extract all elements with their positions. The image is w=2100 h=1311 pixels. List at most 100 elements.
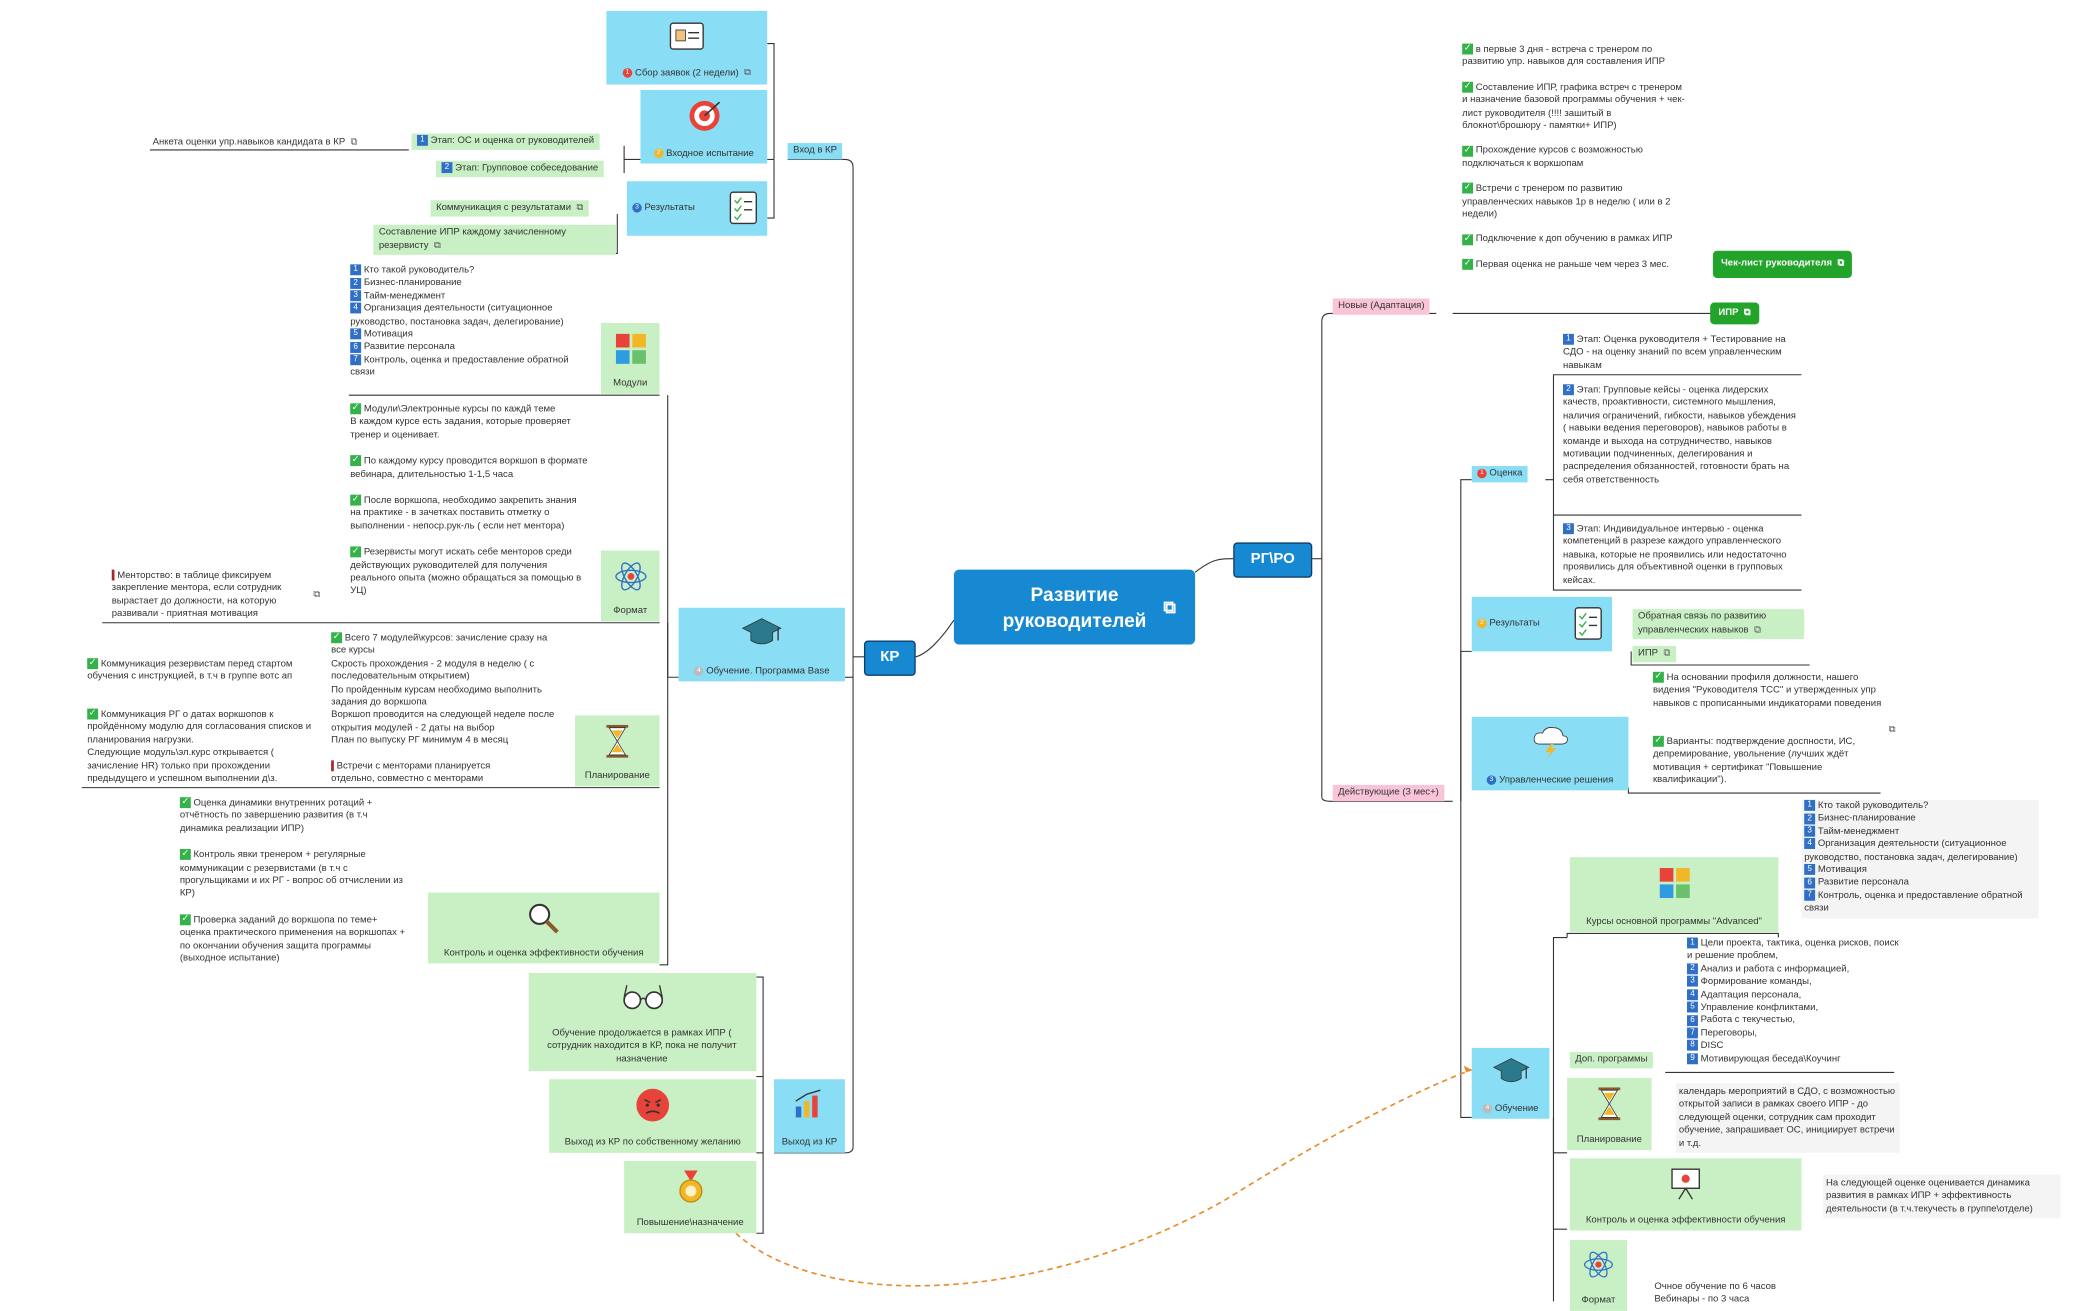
control-right-text[interactable]: На следующей оценке оценивается динамика… bbox=[1823, 1174, 2061, 1219]
planning-right-label: Планирование bbox=[1576, 1135, 1642, 1145]
planning-left1[interactable]: ✓Коммуникация резервистам перед стартом … bbox=[87, 658, 293, 682]
list-item: ✓Прохождение курсов с возможностью подкл… bbox=[1462, 145, 1643, 169]
number-2-icon: 2 bbox=[441, 162, 453, 174]
planning-mentor[interactable]: Встречи с менторами планируется отдельно… bbox=[331, 760, 491, 785]
format-right-text[interactable]: Очное обучение по 6 часов Вебинары - по … bbox=[1654, 1282, 1777, 1305]
test-label: Входное испытание bbox=[666, 148, 754, 159]
continue-box[interactable]: Обучение продолжается в рамках ИПР ( сот… bbox=[528, 972, 757, 1072]
extra-tag[interactable]: Доп. программы bbox=[1569, 1052, 1653, 1069]
puzzle-icon bbox=[1659, 868, 1690, 899]
checkmark-icon: ✓ bbox=[350, 494, 362, 506]
format-right-box[interactable]: Формат bbox=[1569, 1240, 1628, 1311]
list-item: ✓После воркшопа, необходимо закрепить зн… bbox=[350, 494, 577, 532]
presentation-icon bbox=[1671, 1168, 1700, 1200]
hub-rg-ro[interactable]: РГ\РО bbox=[1233, 542, 1313, 578]
format-label: Формат bbox=[613, 606, 648, 616]
decision-2[interactable]: ✓Варианты: подтверждение доспности, ИС, … bbox=[1652, 736, 1856, 786]
decision-1[interactable]: ✓На основании профиля должности, нашего … bbox=[1652, 672, 1882, 709]
format-box[interactable]: Формат bbox=[600, 550, 660, 622]
control-right-label: Контроль и оценка эффективности обучения bbox=[1585, 1215, 1786, 1226]
tag-new-adaptation[interactable]: Новые (Адаптация) bbox=[1332, 298, 1430, 315]
results-comm-tag[interactable]: Коммуникация с результатами⧉ bbox=[430, 200, 589, 217]
ipr-tag[interactable]: ИПР⧉ bbox=[1632, 645, 1676, 663]
list-item: ✓Встречи с тренером по развитию управлен… bbox=[1462, 183, 1671, 220]
tag-current[interactable]: Действующие (3 мес+) bbox=[1332, 784, 1445, 802]
central-topic[interactable]: Развитие руководителей ⧉ bbox=[953, 569, 1196, 645]
decisions-label: Управленческие решения bbox=[1499, 775, 1614, 785]
list-item: ✓Контроль явки тренером + регулярные ком… bbox=[179, 849, 403, 899]
external-link-icon: ⧉ bbox=[313, 590, 321, 600]
modules-box[interactable]: Модули bbox=[600, 322, 660, 394]
external-link-icon: ⧉ bbox=[433, 241, 441, 251]
ipr-button[interactable]: ИПР⧉ bbox=[1710, 302, 1759, 325]
hourglass-icon bbox=[1598, 1087, 1621, 1121]
checkmark-icon: ✓ bbox=[350, 546, 362, 558]
medal-icon bbox=[678, 1170, 702, 1203]
external-link-icon: ⧉ bbox=[744, 68, 751, 78]
feedback-tag[interactable]: Обратная связь по развитию управленчески… bbox=[1632, 609, 1805, 640]
list-item: ✓По каждому курсу проводится воркшоп в ф… bbox=[350, 455, 588, 480]
bar-chart-icon bbox=[795, 1089, 821, 1118]
control-right-box[interactable]: Контроль и оценка эффективности обучения bbox=[1569, 1158, 1802, 1231]
advanced-box[interactable]: Курсы основной программы "Advanced" bbox=[1569, 857, 1779, 933]
atom-icon bbox=[1583, 1251, 1613, 1278]
graduation-cap-icon bbox=[1492, 1058, 1529, 1083]
planning-box[interactable]: Планирование bbox=[575, 715, 660, 787]
planning-main[interactable]: ✓Всего 7 модулей\курсов: зачисление сраз… bbox=[331, 632, 555, 746]
list-item: ✓Составление ИПР, графика встреч с трене… bbox=[1462, 81, 1685, 131]
planning-label: Планирование bbox=[584, 771, 650, 781]
tag-entry[interactable]: Вход в КР bbox=[787, 143, 843, 160]
mentor-bar-icon bbox=[111, 569, 115, 581]
list-item: ✓Оценка динамики внутренних ротаций + от… bbox=[179, 797, 373, 834]
checkmark-icon: ✓ bbox=[1462, 81, 1474, 93]
exit-label: Выход из КР bbox=[781, 1137, 838, 1148]
planning-right-box[interactable]: Планирование bbox=[1567, 1077, 1652, 1151]
target-icon bbox=[688, 100, 720, 131]
planning-right-text[interactable]: календарь мероприятий в СДО, с возможнос… bbox=[1676, 1083, 1900, 1153]
control-list: ✓Оценка динамики внутренних ротаций + от… bbox=[179, 797, 409, 965]
promo-box[interactable]: Повышение\назначение bbox=[624, 1161, 757, 1234]
exit-box[interactable]: Выход из КР bbox=[774, 1079, 845, 1153]
control-box[interactable]: Контроль и оценка эффективности обучения bbox=[427, 892, 660, 964]
results-ipr-tag[interactable]: Составление ИПР каждому зачисленному рез… bbox=[373, 224, 616, 255]
checkmark-icon: ✓ bbox=[179, 849, 191, 861]
stage1-note[interactable]: Анкета оценки упр.навыков кандидата в КР… bbox=[152, 137, 358, 148]
list-item: ✓Модули\Электронные курсы по каждй теме … bbox=[350, 403, 571, 440]
hub-kr[interactable]: КР bbox=[863, 640, 916, 676]
own-wish-box[interactable]: Выход из КР по собственному желанию bbox=[549, 1079, 757, 1153]
external-link-icon: ⧉ bbox=[1743, 307, 1751, 318]
checkmark-icon: ✓ bbox=[87, 658, 99, 670]
mentor-note[interactable]: Менторство: в таблице фиксируем закрепле… bbox=[111, 569, 282, 619]
external-link-icon: ⧉ bbox=[1163, 596, 1177, 618]
checkmark-icon: ✓ bbox=[1462, 233, 1474, 245]
checklist-button[interactable]: Чек-лист руководителя⧉ bbox=[1712, 250, 1853, 278]
glasses-icon bbox=[622, 985, 663, 1010]
planning-left2[interactable]: ✓Коммуникация РГ о датах воркшопов к про… bbox=[87, 708, 312, 784]
